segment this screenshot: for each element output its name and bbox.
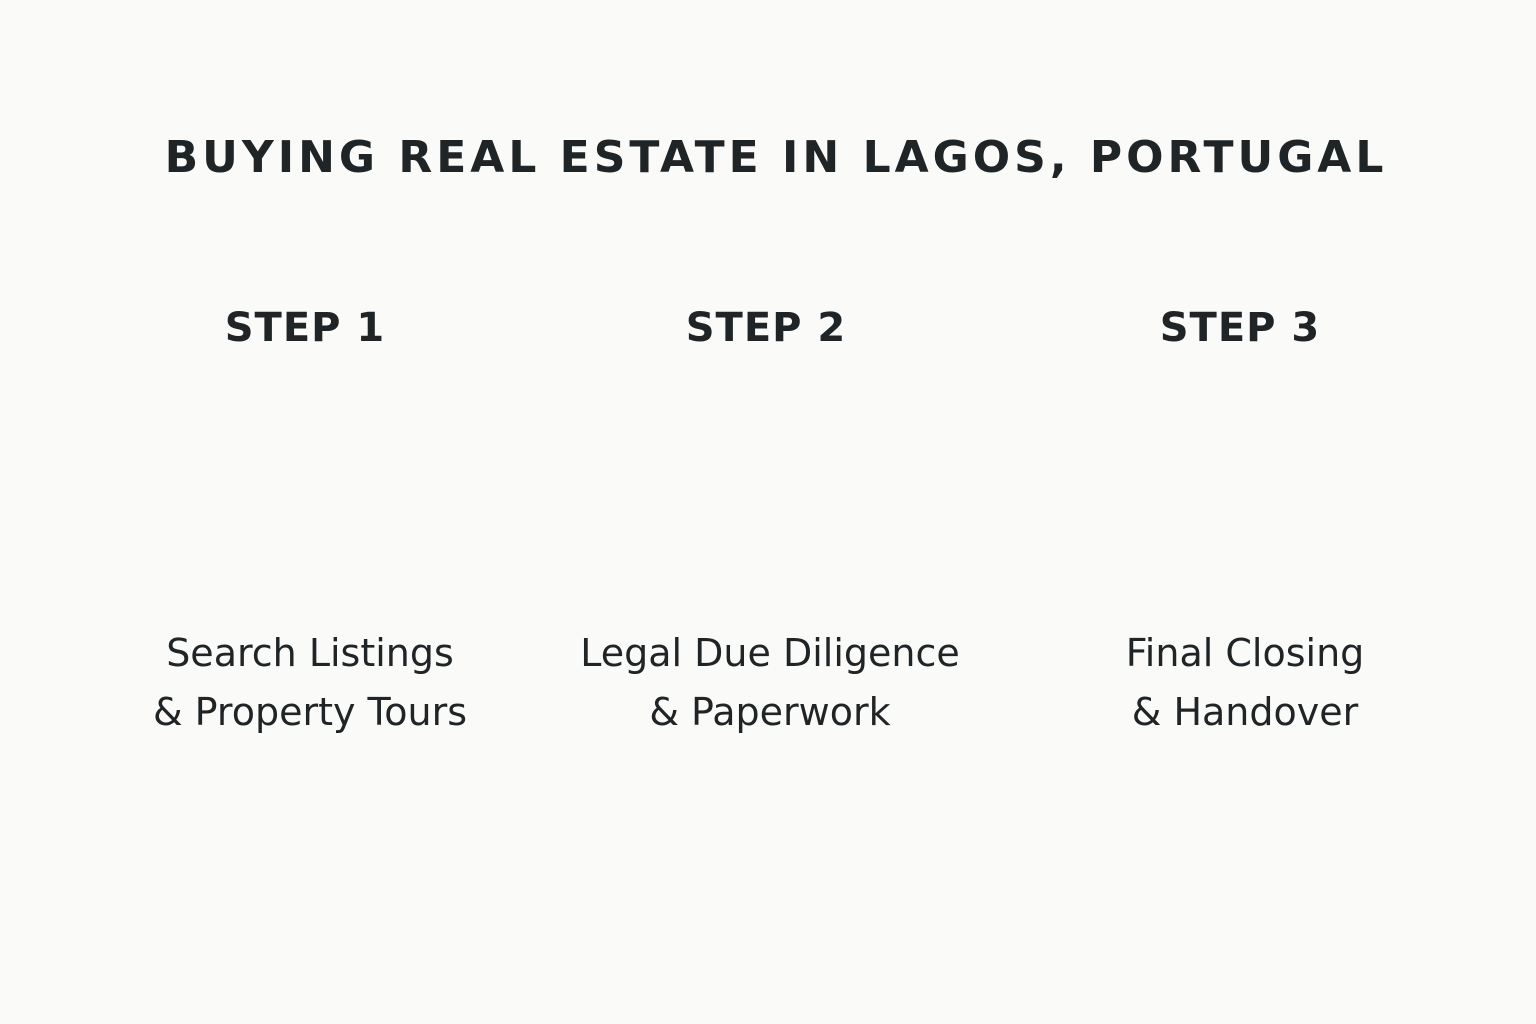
step-3-description: Final Closing & Handover bbox=[1015, 624, 1475, 742]
step-3-line-2: & Handover bbox=[1131, 690, 1359, 734]
step-3-line-1: Final Closing bbox=[1125, 631, 1365, 675]
step-1-label: STEP 1 bbox=[224, 305, 386, 351]
step-1-line-2: & Property Tours bbox=[152, 690, 468, 734]
step-3-label: STEP 3 bbox=[1159, 305, 1321, 351]
step-1-description: Search Listings & Property Tours bbox=[80, 624, 540, 742]
step-2-line-1: Legal Due Diligence bbox=[580, 631, 960, 675]
step-2-description: Legal Due Diligence & Paperwork bbox=[540, 624, 1000, 742]
step-2-line-2: & Paperwork bbox=[649, 690, 891, 734]
step-1-line-1: Search Listings bbox=[166, 631, 454, 675]
diagram-title: BUYING REAL ESTATE IN LAGOS, PORTUGAL bbox=[164, 132, 1388, 183]
step-2-label: STEP 2 bbox=[685, 305, 847, 351]
